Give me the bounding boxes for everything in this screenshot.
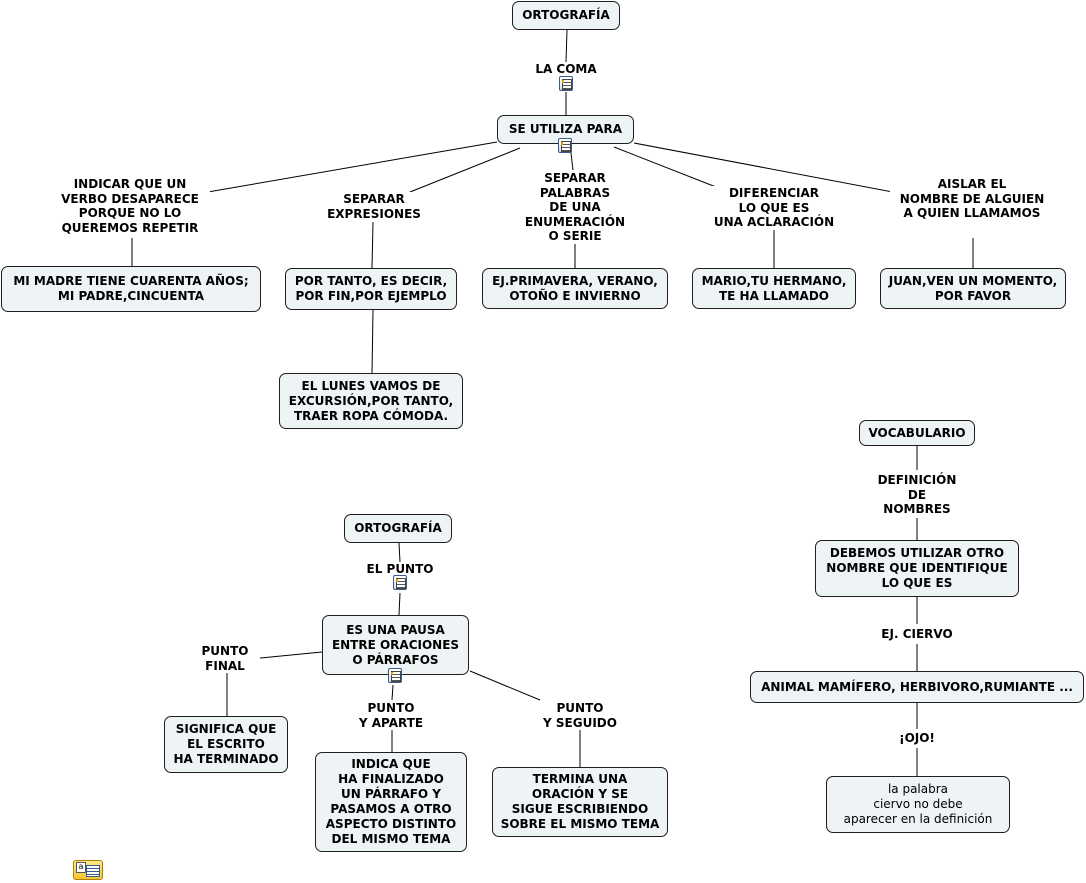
- document-icon[interactable]: [393, 575, 407, 590]
- letter-a-icon: a: [76, 862, 86, 873]
- branch-label-diferenciar: DIFERENCIAR LO QUE ES UNA ACLARACIÓN: [704, 186, 844, 230]
- example-node-primavera[interactable]: EJ.PRIMAVERA, VERANO, OTOÑO E INVIERNO: [482, 268, 668, 309]
- branch-label-aislar-nombre: AISLAR EL NOMBRE DE ALGUIEN A QUIEN LLAM…: [890, 177, 1054, 221]
- branch-label-punto-aparte: PUNTO Y APARTE: [346, 701, 436, 730]
- note-node-ciervo[interactable]: la palabra ciervo no debe aparecer en la…: [826, 776, 1010, 833]
- example-node-excursion[interactable]: EL LUNES VAMOS DE EXCURSIÓN,POR TANTO, T…: [279, 373, 463, 429]
- example-node-juan[interactable]: JUAN,VEN UN MOMENTO, POR FAVOR: [880, 268, 1066, 309]
- link-label-ojo: ¡OJO!: [882, 731, 952, 746]
- document-icon[interactable]: [559, 76, 573, 91]
- hub-node-pausa[interactable]: ES UNA PAUSA ENTRE ORACIONES O PÁRRAFOS: [322, 615, 469, 675]
- example-node-termina-oracion[interactable]: TERMINA UNA ORACIÓN Y SE SIGUE ESCRIBIEN…: [492, 767, 668, 837]
- example-node-cuarenta-anos[interactable]: MI MADRE TIENE CUARENTA AÑOS; MI PADRE,C…: [1, 266, 261, 312]
- pen-icon: [86, 865, 100, 877]
- branch-label-punto-seguido: PUNTO Y SEGUIDO: [528, 701, 632, 730]
- document-icon[interactable]: [558, 138, 572, 153]
- link-label-el-punto: EL PUNTO: [358, 562, 442, 577]
- branch-label-separar-palabras: SEPARAR PALABRAS DE UNA ENUMERACIÓN O SE…: [515, 171, 635, 244]
- branch-label-punto-final: PUNTO FINAL: [190, 644, 260, 673]
- hub-node-otro-nombre[interactable]: DEBEMOS UTILIZAR OTRO NOMBRE QUE IDENTIF…: [815, 540, 1019, 597]
- note-icon[interactable]: a: [73, 860, 103, 880]
- example-node-escrito-terminado[interactable]: SIGNIFICA QUE EL ESCRITO HA TERMINADO: [164, 716, 288, 773]
- root-node-ortografia[interactable]: ORTOGRAFÍA: [512, 1, 620, 30]
- link-label-ej-ciervo: EJ. CIERVO: [862, 627, 972, 642]
- branch-label-indicar-verbo: INDICAR QUE UN VERBO DESAPARECE PORQUE N…: [50, 177, 210, 235]
- example-node-animal-mamifero[interactable]: ANIMAL MAMÍFERO, HERBIVORO,RUMIANTE ...: [750, 671, 1084, 703]
- example-node-mario[interactable]: MARIO,TU HERMANO, TE HA LLAMADO: [692, 268, 856, 309]
- example-node-finalizado-parrafo[interactable]: INDICA QUE HA FINALIZADO UN PÁRRAFO Y PA…: [315, 752, 467, 852]
- link-label-definicion-nombres: DEFINICIÓN DE NOMBRES: [862, 473, 972, 517]
- example-node-por-tanto[interactable]: POR TANTO, ES DECIR, POR FIN,POR EJEMPLO: [285, 268, 457, 310]
- document-icon[interactable]: [388, 668, 402, 683]
- branch-label-separar-expresiones: SEPARAR EXPRESIONES: [314, 192, 434, 221]
- root-node-ortografia-2[interactable]: ORTOGRAFÍA: [344, 514, 452, 543]
- root-node-vocabulario[interactable]: VOCABULARIO: [859, 420, 975, 446]
- link-label-la-coma: LA COMA: [526, 62, 606, 77]
